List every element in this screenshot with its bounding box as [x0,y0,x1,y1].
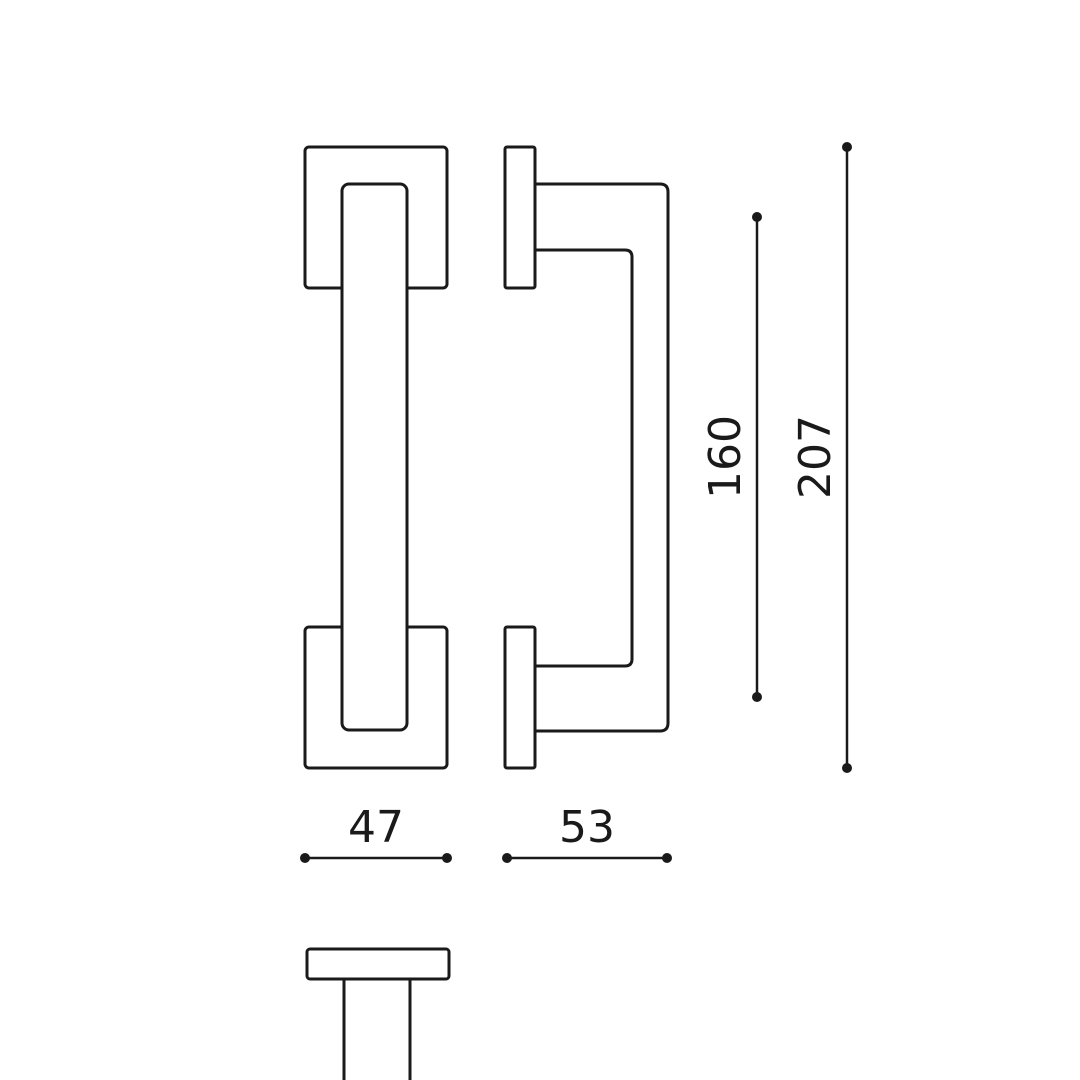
dimension-label-front-width: 47 [348,802,404,853]
dimension-side-depth: 53 [502,802,672,863]
top-view-rose-plate [305,947,451,981]
dimension-endpoint [842,142,852,152]
dimension-endpoint [752,692,762,702]
front-view [303,145,449,770]
dimension-endpoint [300,853,310,863]
dimension-overall-length: 207 [790,142,852,773]
dimension-label-hole-spacing: 160 [700,415,751,499]
side-view-handle-profile [533,182,670,733]
dimension-endpoint [442,853,452,863]
dimension-endpoint [662,853,672,863]
side-view-bottom-plate [503,625,537,770]
front-view-grip-bar [340,182,409,732]
dimension-endpoint [752,212,762,222]
dimension-label-overall-length: 207 [790,415,841,499]
side-view-top-plate [503,145,537,290]
dimension-label-side-depth: 53 [559,802,615,853]
top-view [305,947,451,1080]
dimension-endpoint [502,853,512,863]
dimension-endpoint [842,763,852,773]
dimension-front-width: 47 [300,802,452,863]
side-view [503,145,670,770]
dimension-hole-spacing: 160 [700,212,762,702]
